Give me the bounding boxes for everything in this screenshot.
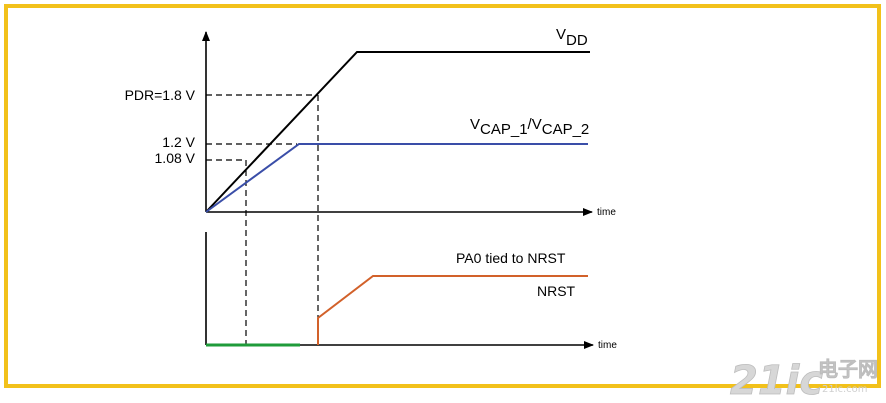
vcap-label-slash: / bbox=[528, 116, 533, 133]
v108-label: 1.08 V bbox=[155, 150, 196, 166]
pdr-label: PDR=1.8 V bbox=[125, 87, 196, 103]
watermark-cjk: 电子网 bbox=[818, 357, 878, 381]
nrst-label: NRST bbox=[537, 283, 576, 299]
vdd-label-sub: DD bbox=[566, 32, 588, 49]
outer-frame bbox=[4, 4, 881, 388]
watermark-url: 21ic.com bbox=[822, 384, 868, 395]
watermark: 21ic 电子网 21ic.com bbox=[730, 357, 879, 403]
dashed-guides bbox=[206, 94, 319, 345]
vdd-label-main: V bbox=[556, 26, 566, 43]
vcap-label-v2: V bbox=[532, 116, 542, 133]
pa0-label: PA0 tied to NRST bbox=[456, 250, 566, 266]
vcap-curve bbox=[205, 143, 588, 213]
vcap-label-sub1: CAP_1 bbox=[480, 121, 528, 138]
watermark-latin: 21ic bbox=[730, 358, 823, 403]
vdd-label: VDD bbox=[556, 26, 588, 49]
time-label-top: time bbox=[597, 207, 616, 218]
nrst-curve bbox=[317, 275, 588, 345]
v12-label: 1.2 V bbox=[162, 134, 195, 150]
vcap-label: VCAP_1/VCAP_2 bbox=[470, 116, 589, 138]
vcap-label-v1: V bbox=[470, 116, 480, 133]
time-label-bottom: time bbox=[598, 340, 617, 351]
vcap-label-sub2: CAP_2 bbox=[542, 121, 590, 138]
vdd-curve bbox=[205, 51, 590, 213]
